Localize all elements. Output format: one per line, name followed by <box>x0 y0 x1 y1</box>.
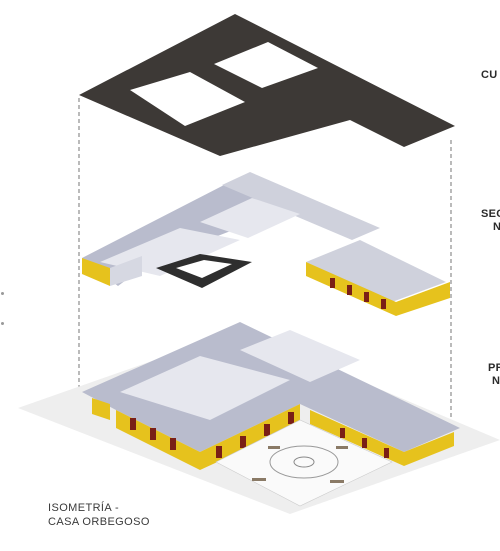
door <box>381 299 386 309</box>
door <box>384 448 389 458</box>
projection-lines <box>78 98 452 440</box>
ground-floor-wall-light <box>120 356 290 420</box>
caption-line-1: ISOMETRÍA - <box>48 502 120 514</box>
ground-level <box>18 322 500 514</box>
bench <box>252 478 266 481</box>
door <box>340 428 345 438</box>
bench <box>336 446 348 449</box>
ground-floor-yellow-facade-right <box>310 410 404 466</box>
ground-floor-yellow-facade-end <box>404 432 454 466</box>
caption: ISOMETRÍA - CASA ORBEGOSO <box>48 501 150 529</box>
bench <box>268 446 280 449</box>
caption-line-2: CASA ORBEGOSO <box>48 516 150 528</box>
ground-floor-yellow-facade-mid <box>200 404 300 470</box>
margin-dot <box>1 292 4 295</box>
margin-dot <box>1 322 4 325</box>
second-floor-upper-wing <box>222 172 380 240</box>
second-floor-wall-left-end <box>110 256 142 286</box>
first-level-label: PR N <box>488 362 500 387</box>
door <box>347 285 352 295</box>
door <box>170 438 176 450</box>
roof-level-label: CU <box>481 69 498 81</box>
roof-courtyard-opening-right <box>214 42 318 88</box>
roof-courtyard-opening-left <box>130 72 245 126</box>
second-floor-yellow-facade-left <box>82 258 110 286</box>
bench <box>330 480 344 483</box>
second-level <box>82 172 450 316</box>
second-floor-right-wing-top <box>306 240 446 302</box>
second-floor-wall-light-2 <box>200 198 300 238</box>
second-floor-gallery-inner <box>176 260 232 278</box>
second-level-label: SEC N <box>481 208 500 233</box>
door <box>288 412 294 424</box>
ground-floor-wall-light-2 <box>240 330 360 382</box>
door <box>330 278 335 288</box>
door <box>264 424 270 436</box>
courtyard-fountain-ring <box>269 445 339 479</box>
door <box>240 436 246 448</box>
second-floor-right-yellow-side <box>396 282 450 316</box>
ground-floor-yellow-small <box>92 398 110 420</box>
door <box>130 418 136 430</box>
roof-level <box>79 14 455 156</box>
courtyard <box>215 419 393 507</box>
second-floor-doors <box>330 278 386 309</box>
ground-floor-yellow-facade-left <box>116 410 200 470</box>
door <box>364 292 369 302</box>
courtyard-benches <box>252 446 348 483</box>
ground-floor-doors <box>130 412 389 458</box>
door <box>216 446 222 458</box>
courtyard-fountain <box>293 456 315 468</box>
door <box>150 428 156 440</box>
door <box>362 438 367 448</box>
